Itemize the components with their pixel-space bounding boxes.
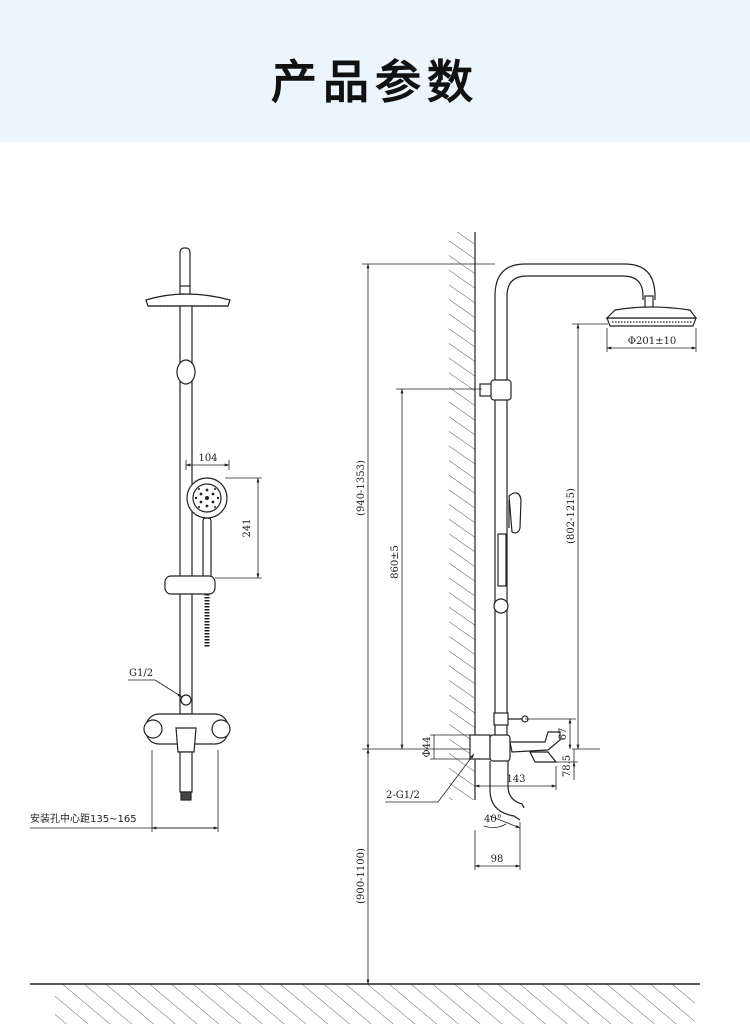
side-dimensions xyxy=(362,263,697,985)
front-view xyxy=(143,247,231,801)
dim-handshower-height: 241 xyxy=(242,518,253,537)
front-slider xyxy=(164,575,216,595)
front-holder-knob xyxy=(176,359,196,385)
label-side-inlet-thread: 2-G1/2 xyxy=(386,790,420,801)
dim-mixer-offset: 67 xyxy=(558,728,569,741)
side-lever xyxy=(509,731,561,753)
side-spout xyxy=(489,761,521,821)
dim-holder-height: 860±5 xyxy=(390,545,401,579)
page-title: 产品参数 xyxy=(271,55,479,109)
front-lever xyxy=(175,727,197,753)
dim-mixer-depth: 143 xyxy=(506,774,525,785)
front-dimensions xyxy=(30,460,262,832)
front-top-arm xyxy=(179,247,191,291)
side-handshower xyxy=(508,492,522,534)
label-hole-spacing: 安装孔中心距135~165 xyxy=(30,812,137,825)
dim-pipe-diameter: Φ44 xyxy=(422,737,433,758)
dim-mount-height: (900-1100) xyxy=(356,848,367,904)
wall-hatch xyxy=(449,232,475,800)
dim-spout-angle: 40° xyxy=(484,814,502,825)
front-shower-head xyxy=(145,293,231,307)
side-mixer-body xyxy=(489,734,511,762)
dim-handshower-width: 104 xyxy=(198,453,217,464)
floor-hatch xyxy=(55,984,695,1024)
front-handshower-handle xyxy=(202,517,212,579)
side-view xyxy=(469,263,698,821)
dim-lever-drop: 78.5 xyxy=(562,755,573,777)
dim-head-height: (802-1215) xyxy=(566,488,577,544)
dim-total-height: (940-1353) xyxy=(356,460,367,516)
header-banner xyxy=(0,0,750,142)
label-inlet-thread: G1/2 xyxy=(129,668,153,679)
side-slider-knob xyxy=(493,598,509,614)
dim-spout-reach: 98 xyxy=(491,854,504,865)
dim-head-diameter: Φ201±10 xyxy=(628,336,676,347)
front-spout xyxy=(179,751,193,793)
